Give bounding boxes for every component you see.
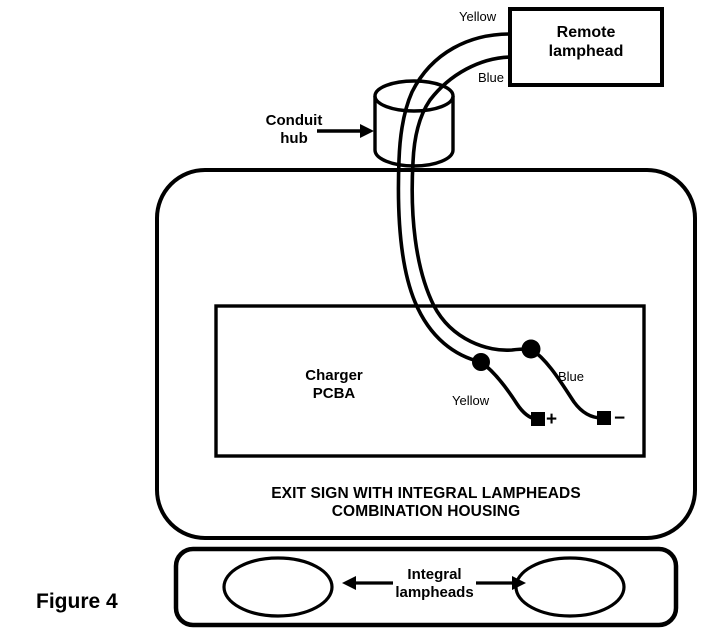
integral-lampheads-right-arrow-icon: [476, 576, 526, 590]
conduit-hub-label: Conduit hub: [252, 112, 336, 147]
conduit-hub-label-line1: Conduit: [265, 112, 323, 129]
integral-lamphead-left: [222, 556, 334, 618]
wire-blue-lower: [529, 347, 604, 420]
conduit-hub-top: [373, 79, 455, 113]
wire-blue-junction-dot: [521, 339, 541, 359]
integral-lamphead-right: [514, 556, 626, 618]
housing-caption-line1: EXIT SIGN WITH INTEGRAL LAMPHEADS: [271, 485, 581, 502]
terminal-positive-label: +: [546, 409, 558, 430]
figure-caption: Figure 4: [36, 590, 118, 613]
terminal-negative-square: [597, 411, 611, 425]
wire-yellow-lower: [479, 360, 538, 421]
integral-lampheads-left-arrow-icon: [342, 576, 393, 590]
remote-lamphead-label: Remote lamphead: [510, 24, 662, 62]
wire-blue: [410, 55, 533, 352]
housing-caption-line2: COMBINATION HOUSING: [331, 503, 521, 521]
charger-pcba-label: Charger PCBA: [275, 367, 393, 402]
remote-lamphead-label-line1: Remote: [556, 24, 616, 41]
terminal-negative-label: −: [614, 408, 626, 429]
conduit-hub-arrow-icon: [317, 124, 374, 138]
wire-yellow: [396, 32, 512, 364]
charger-pcba-label-line1: Charger: [305, 367, 363, 384]
charger-pcba-label-line2: PCBA: [312, 384, 356, 402]
remote-lamphead-label-line2: lamphead: [548, 42, 624, 60]
wire-blue-bottom-label: Blue: [558, 369, 585, 384]
wire-yellow-bottom-label: Yellow: [452, 393, 490, 408]
wire-yellow-junction-dot: [472, 353, 490, 371]
integral-lampheads-label-line1: Integral: [407, 566, 462, 583]
wire-yellow-top-label: Yellow: [459, 9, 497, 24]
integral-lampheads-label-line2: lampheads: [395, 583, 474, 601]
integral-lampheads-label: Integral lampheads: [385, 566, 484, 601]
terminal-positive-square: [531, 412, 545, 426]
wire-blue-top-label: Blue: [478, 70, 505, 85]
housing-caption: EXIT SIGN WITH INTEGRAL LAMPHEADS COMBIN…: [157, 485, 695, 522]
remote-lamphead-box: [508, 7, 664, 87]
conduit-hub-label-line2: hub: [280, 129, 308, 147]
